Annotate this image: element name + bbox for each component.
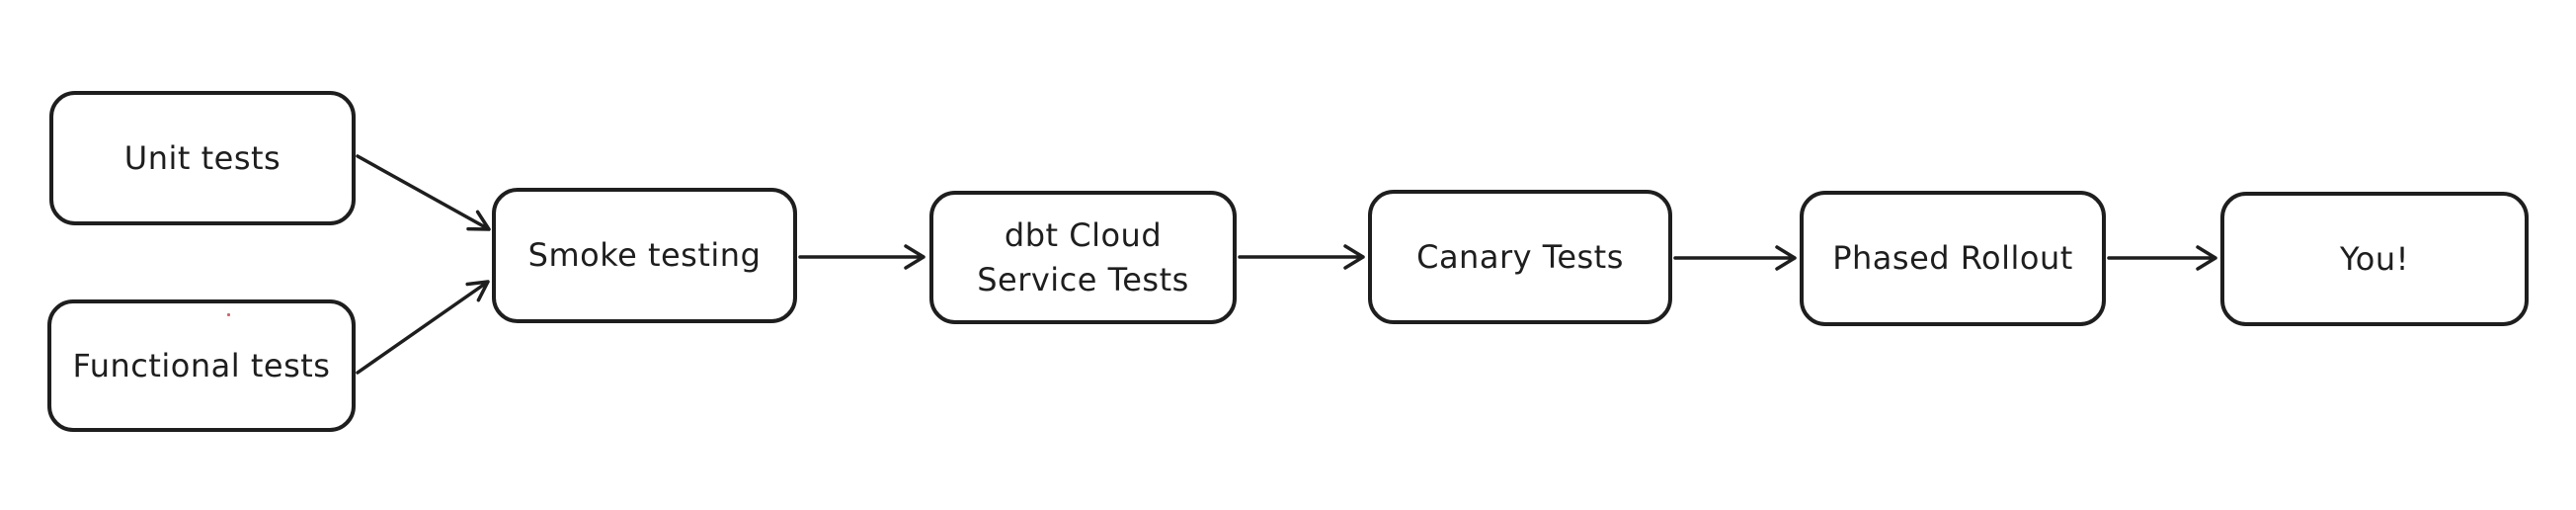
node-smoke-testing-label: Smoke testing	[527, 236, 762, 275]
node-phased-rollout-label: Phased Rollout	[1832, 239, 2073, 278]
edge-dbt-cloud-service-tests-to-canary-tests	[1238, 244, 1365, 270]
node-you-label: You!	[2340, 239, 2409, 278]
node-unit-tests: Unit tests	[49, 91, 356, 225]
node-dbt-cloud-service-tests: dbt Cloud Service Tests	[929, 191, 1237, 324]
node-canary-tests-label: Canary Tests	[1416, 237, 1624, 276]
node-canary-tests: Canary Tests	[1368, 190, 1672, 324]
node-phased-rollout: Phased Rollout	[1800, 191, 2106, 326]
node-smoke-testing: Smoke testing	[492, 188, 797, 323]
edge-unit-tests-to-smoke-testing	[356, 154, 491, 231]
node-unit-tests-label: Unit tests	[123, 138, 282, 177]
edge-smoke-testing-to-dbt-cloud-service-tests	[798, 244, 926, 270]
node-you: You!	[2220, 192, 2529, 326]
node-functional-tests: Functional tests	[47, 299, 356, 432]
edge-functional-tests-to-smoke-testing	[356, 280, 490, 375]
node-dbt-cloud-service-tests-label: dbt Cloud Service Tests	[977, 215, 1189, 298]
node-functional-tests-label: Functional tests	[72, 346, 331, 384]
edge-canary-tests-to-phased-rollout	[1673, 245, 1797, 271]
edge-phased-rollout-to-you	[2107, 245, 2217, 271]
stray-red-dot	[227, 313, 230, 316]
